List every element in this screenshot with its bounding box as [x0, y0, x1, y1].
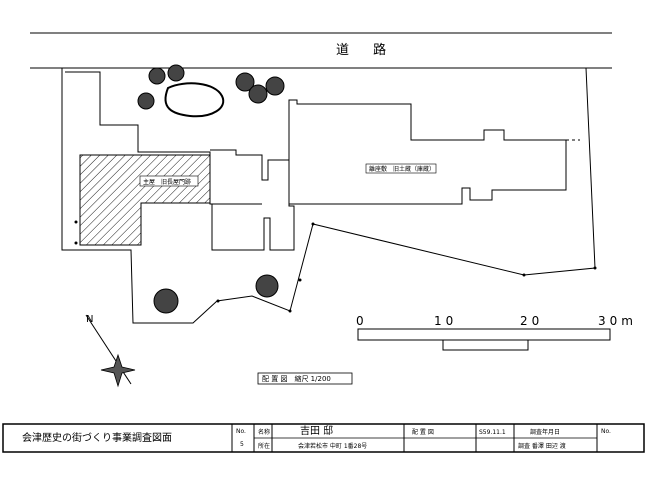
- tree: [255, 274, 279, 298]
- tree: [248, 84, 268, 104]
- sheet-no-value: 5: [240, 441, 244, 448]
- name-value: 吉田 邸: [300, 424, 333, 437]
- tree: [148, 67, 166, 85]
- scale-tick-10: 10: [434, 314, 457, 328]
- tree: [265, 76, 285, 96]
- scale-tick-0: 0: [356, 314, 368, 328]
- tree: [137, 92, 155, 110]
- scale-tick-20: 20: [520, 314, 543, 328]
- north-label: N: [86, 314, 93, 325]
- scale-tick-30m: 30m: [598, 314, 637, 328]
- drawing-label: 配 置 図: [412, 429, 434, 436]
- front-building-label: 主屋 旧長屋門跡: [143, 178, 191, 186]
- front-building: 主屋 旧長屋門跡: [65, 71, 295, 251]
- location-value: 会津若松市 中町 1番28号: [298, 442, 367, 450]
- name-label: 名称: [258, 428, 270, 436]
- tree: [235, 72, 255, 92]
- tree: [153, 288, 179, 314]
- location-label: 所在: [258, 442, 270, 450]
- number-label: No.: [601, 428, 611, 435]
- rear-building-label: 離座敷 旧土蔵（庫蔵）: [369, 165, 435, 173]
- caption-text: 配 置 図 縮尺 1/200: [262, 374, 331, 383]
- staff-value: 調査 番澤 田辺 渡: [518, 442, 566, 450]
- garden-pond: [164, 82, 225, 118]
- north-arrow: N: [85, 314, 136, 388]
- scale-bar: 0 10 20 30m: [356, 314, 637, 351]
- site-boundary: [61, 67, 596, 324]
- project-title: 会津歴史の街づくり事業調査図面: [22, 431, 172, 444]
- title-block: 会津歴史の街づくり事業調査図面 No. 5 名称 吉田 邸 所在 会津若松市 中…: [2, 423, 645, 453]
- garden-trees: [137, 64, 285, 314]
- date-value: S59.11.1: [479, 429, 506, 436]
- road-label: 道 路: [336, 42, 396, 58]
- rear-building: 離座敷 旧土蔵（庫蔵）: [288, 99, 580, 205]
- drawing-caption: 配 置 図 縮尺 1/200: [257, 372, 353, 385]
- survey-label: 調査年月日: [530, 428, 560, 436]
- tree: [167, 64, 185, 82]
- sheet-no-label: No.: [236, 428, 246, 435]
- road: 道 路: [30, 32, 612, 69]
